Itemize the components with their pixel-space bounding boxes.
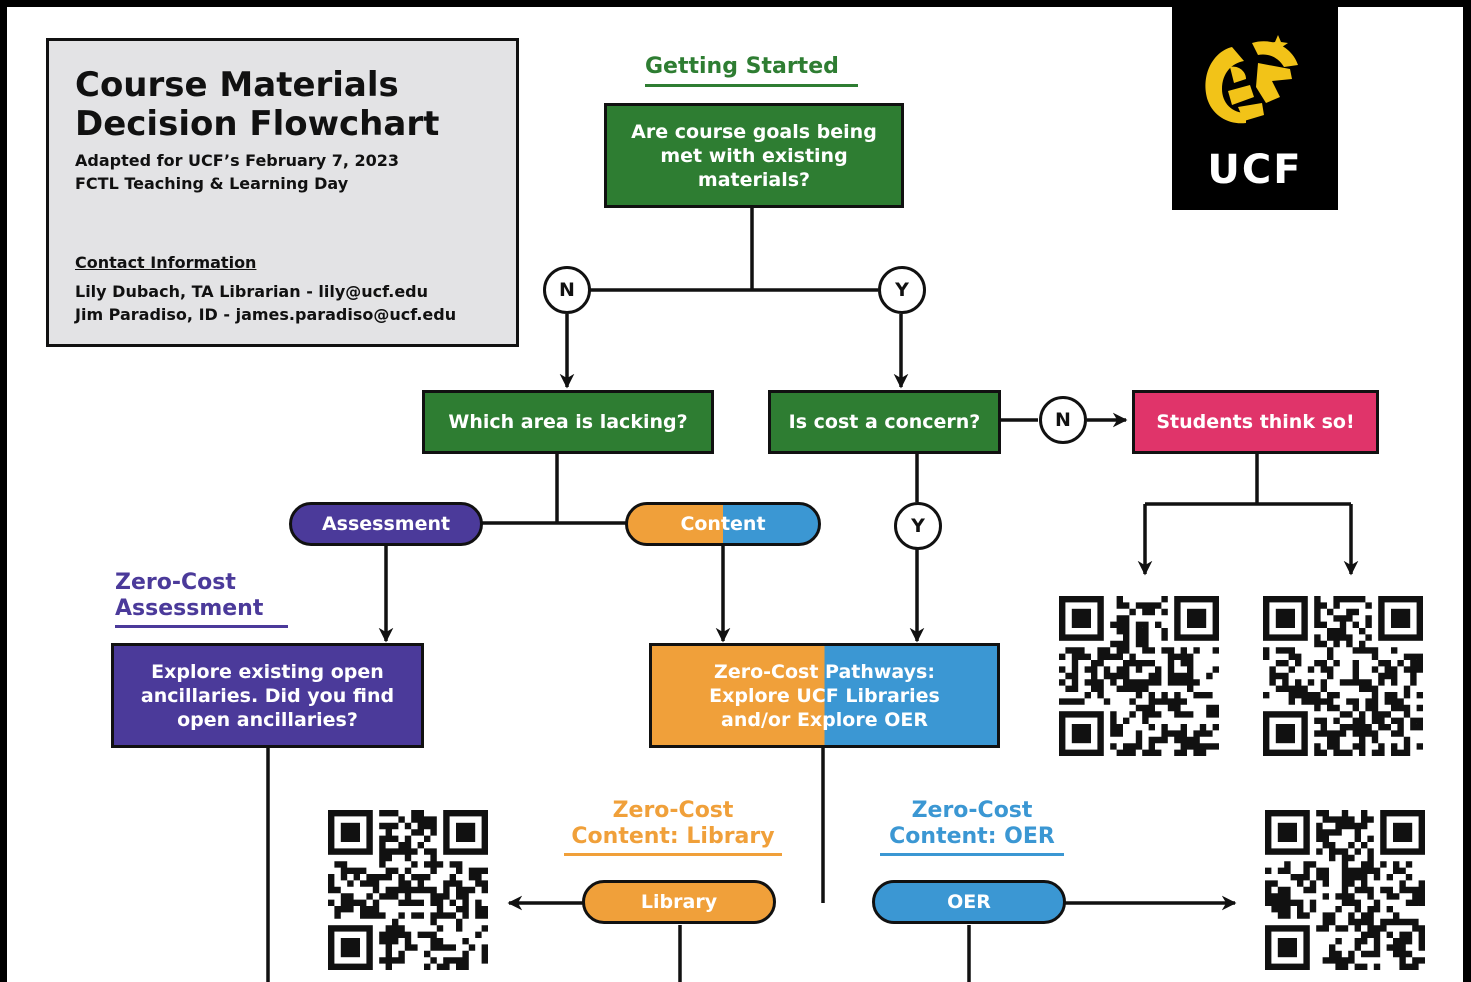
heading-assessment-2: Assessment bbox=[115, 596, 264, 621]
heading-assessment-1: Zero-Cost bbox=[115, 570, 236, 595]
pegasus-icon bbox=[1205, 35, 1298, 124]
qr-code-students-left bbox=[1059, 596, 1219, 756]
qr-code-oer bbox=[1265, 810, 1425, 970]
heading-getting-started: Getting Started bbox=[645, 54, 839, 79]
pathways-line-3: and/or Explore OER bbox=[721, 708, 928, 731]
oer-underline bbox=[880, 853, 1064, 856]
students-think-box: Students think so! bbox=[1132, 390, 1379, 454]
explore-line-1: Explore existing open bbox=[151, 660, 384, 683]
heading-oer-1: Zero-Cost bbox=[911, 798, 1033, 823]
goals-line-3: materials? bbox=[697, 168, 811, 191]
contact-line-1: Lily Dubach, TA Librarian - lily@ucf.edu bbox=[75, 282, 429, 301]
heading-library-1: Zero-Cost bbox=[612, 798, 734, 823]
qr-code-icon bbox=[1263, 596, 1423, 756]
content-pill: Content bbox=[625, 502, 821, 546]
explore-line-2: ancillaries. Did you find bbox=[140, 684, 395, 707]
heading-underline bbox=[645, 84, 858, 87]
area-lacking-box: Which area is lacking? bbox=[422, 390, 714, 454]
cost-no-circle: N bbox=[1039, 396, 1087, 444]
qr-code-icon bbox=[1059, 596, 1219, 756]
subtitle-line-1: Adapted for UCF’s February 7, 2023 bbox=[75, 151, 400, 170]
library-pill: Library bbox=[582, 880, 776, 924]
decision-yes-circle: Y bbox=[878, 266, 926, 314]
qr-code-library bbox=[328, 810, 488, 970]
pathways-line-2: Explore UCF Libraries bbox=[709, 684, 940, 707]
info-panel: Course Materials Decision Flowchart Adap… bbox=[46, 38, 519, 347]
pathways-line-1: Zero-Cost Pathways: bbox=[714, 660, 935, 683]
connector-lines bbox=[266, 207, 1359, 982]
title-line-1: Course Materials bbox=[75, 65, 399, 105]
heading-library-2: Content: Library bbox=[571, 824, 775, 849]
contact-line-2: Jim Paradiso, ID - james.paradiso@ucf.ed… bbox=[75, 305, 457, 324]
title-line-2: Decision Flowchart bbox=[75, 104, 440, 144]
oer-pill: OER bbox=[872, 880, 1066, 924]
explore-ancillaries-box: Explore existing open ancillaries. Did y… bbox=[111, 643, 424, 748]
goals-line-2: met with existing bbox=[660, 144, 848, 167]
pathways-box: Zero-Cost Pathways: Explore UCF Librarie… bbox=[649, 643, 1000, 748]
decision-no-circle: N bbox=[543, 266, 591, 314]
cost-concern-box: Is cost a concern? bbox=[768, 390, 1001, 454]
subtitle-line-2: FCTL Teaching & Learning Day bbox=[75, 174, 349, 193]
qr-code-students-right bbox=[1263, 596, 1423, 756]
assessment-underline bbox=[115, 625, 288, 628]
explore-line-3: open ancillaries? bbox=[177, 708, 358, 731]
logo-text: UCF bbox=[1207, 147, 1303, 193]
ucf-logo: UCF bbox=[1172, 7, 1338, 210]
contact-heading: Contact Information bbox=[75, 253, 257, 272]
assessment-pill: Assessment bbox=[289, 502, 483, 546]
cost-yes-circle: Y bbox=[894, 502, 942, 550]
goals-question-box: Are course goals being met with existing… bbox=[604, 103, 904, 208]
qr-code-icon bbox=[1265, 810, 1425, 970]
library-underline bbox=[564, 853, 782, 856]
qr-code-icon bbox=[328, 810, 488, 970]
goals-line-1: Are course goals being bbox=[631, 120, 877, 143]
heading-oer-2: Content: OER bbox=[889, 824, 1055, 849]
flowchart-page: Course Materials Decision Flowchart Adap… bbox=[7, 7, 1463, 982]
